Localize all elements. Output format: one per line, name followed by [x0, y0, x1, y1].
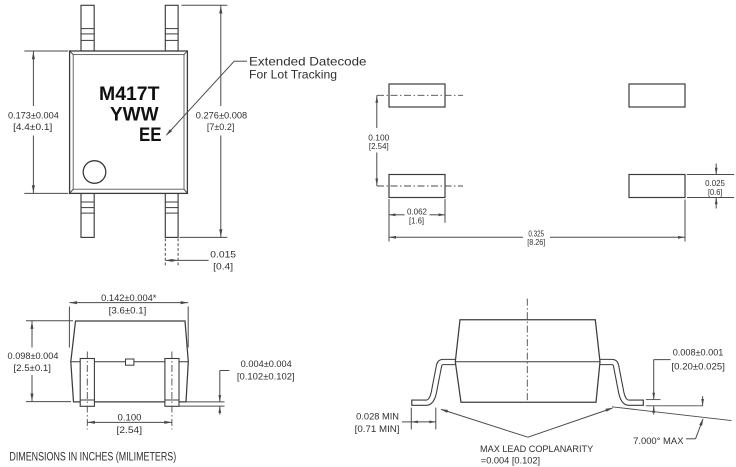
svg-text:[3.6±0.1]: [3.6±0.1] — [109, 305, 147, 315]
svg-text:0.062: 0.062 — [407, 207, 427, 217]
svg-text:=0.004 [0.102]: =0.004 [0.102] — [481, 455, 540, 465]
svg-text:EE: EE — [139, 125, 162, 146]
svg-text:[2.5±0.1]: [2.5±0.1] — [14, 363, 51, 373]
svg-text:0.173±0.004: 0.173±0.004 — [8, 110, 59, 120]
svg-text:[0.102±0.102]: [0.102±0.102] — [237, 371, 295, 381]
svg-text:[0.4]: [0.4] — [213, 261, 233, 271]
svg-text:[2.54]: [2.54] — [369, 141, 389, 151]
svg-text:MAX LEAD COPLANARITY: MAX LEAD COPLANARITY — [480, 444, 593, 454]
svg-text:DIMENSIONS IN INCHES (MILIMETE: DIMENSIONS IN INCHES (MILIMETERS) — [9, 451, 176, 463]
svg-text:0.276±0.008: 0.276±0.008 — [196, 110, 247, 120]
svg-text:M417T: M417T — [99, 84, 160, 105]
svg-text:YWW: YWW — [110, 105, 159, 126]
svg-text:For Lot Tracking: For Lot Tracking — [249, 67, 337, 81]
svg-text:0.100: 0.100 — [368, 133, 389, 143]
svg-text:0.142±0.004*: 0.142±0.004* — [101, 293, 157, 303]
svg-text:[8.26]: [8.26] — [527, 237, 545, 247]
svg-text:0.028 MIN: 0.028 MIN — [356, 412, 399, 422]
svg-text:0.008±0.001: 0.008±0.001 — [673, 348, 724, 358]
svg-text:[4.4±0.1]: [4.4±0.1] — [13, 122, 52, 132]
svg-text:[0.20±0.025]: [0.20±0.025] — [672, 362, 725, 372]
svg-text:0.100: 0.100 — [118, 413, 142, 423]
svg-text:[1.6]: [1.6] — [409, 216, 424, 226]
svg-text:0.098±0.004: 0.098±0.004 — [8, 351, 59, 361]
svg-text:[0.6]: [0.6] — [708, 187, 723, 197]
svg-text:Extended Datecode: Extended Datecode — [249, 54, 367, 68]
svg-text:[2.54]: [2.54] — [117, 425, 143, 435]
svg-text:0.015: 0.015 — [210, 250, 236, 260]
svg-text:0.004±0.004: 0.004±0.004 — [241, 359, 292, 369]
svg-text:0.325: 0.325 — [528, 229, 544, 239]
svg-text:[0.71 MIN]: [0.71 MIN] — [355, 424, 400, 434]
svg-text:7.000° MAX: 7.000° MAX — [633, 436, 683, 446]
svg-text:0.025: 0.025 — [705, 178, 725, 188]
svg-text:[7±0.2]: [7±0.2] — [207, 122, 235, 132]
